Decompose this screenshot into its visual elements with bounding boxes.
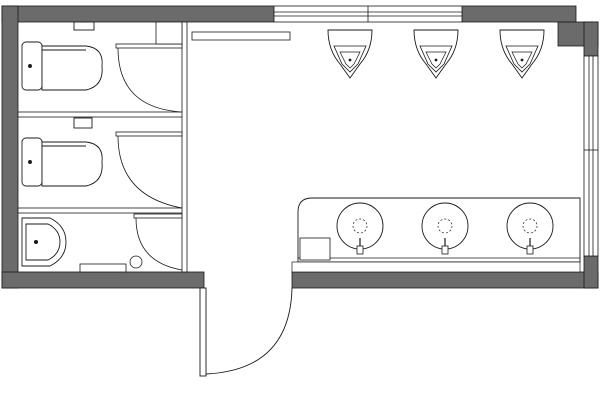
wall-right-top	[583, 21, 599, 57]
stall-2-door-swing	[117, 135, 183, 209]
wall-shelf	[191, 31, 291, 41]
toilet-2	[21, 117, 103, 187]
entrance-door	[199, 287, 293, 377]
wall-bottom-right	[291, 271, 599, 289]
stall-partitions	[17, 21, 188, 273]
toilet-bowl	[41, 141, 103, 187]
toilet-1	[21, 21, 103, 91]
faucet-icon	[356, 245, 364, 255]
urinal-2	[413, 29, 459, 79]
wall-right-bottom	[583, 255, 599, 289]
squat-toilet	[21, 217, 67, 267]
stall-3-door-swing	[135, 217, 183, 271]
stall-1-door-swing	[117, 47, 183, 113]
floor-drain	[129, 255, 143, 269]
toilet-bowl	[41, 45, 103, 91]
urinal-3	[499, 29, 545, 79]
urinal-1	[327, 29, 373, 79]
wall-top-left	[1, 5, 275, 23]
right-window	[583, 55, 599, 257]
top-window	[273, 5, 463, 23]
door-leaf	[199, 287, 207, 377]
wall-top-right	[461, 5, 577, 23]
counter-box	[299, 237, 331, 261]
handrail	[79, 263, 127, 273]
wall-left	[1, 5, 19, 289]
faucet-icon	[526, 245, 534, 255]
wash-basin-2	[421, 202, 469, 255]
floor-strip	[291, 261, 581, 273]
toilet-tank	[21, 137, 43, 187]
faucet-icon	[441, 245, 449, 255]
wash-basin-1	[336, 202, 384, 255]
outer-walls	[1, 5, 599, 289]
wall-bottom-left	[1, 271, 205, 289]
toilet-tank	[21, 41, 43, 91]
wash-basin-3	[506, 202, 554, 255]
door-swing-arc	[205, 287, 293, 375]
